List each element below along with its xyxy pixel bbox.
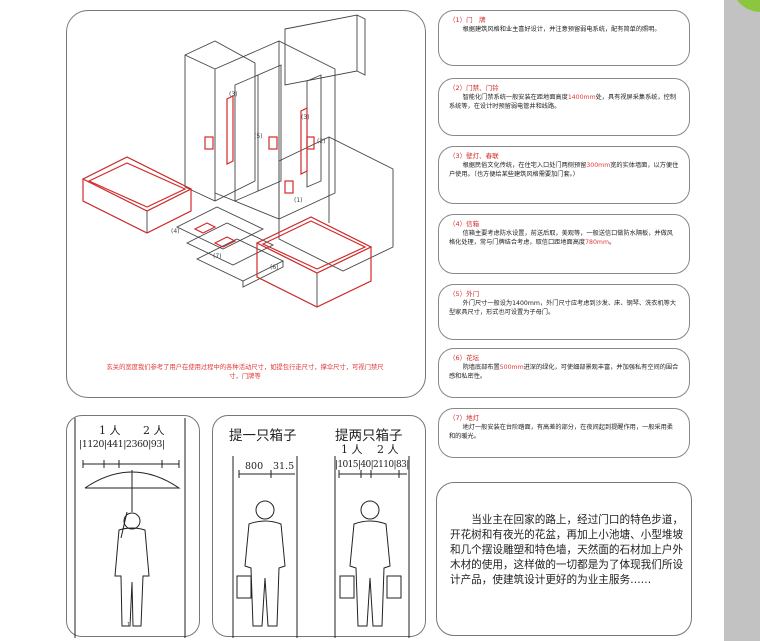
entrance-diagram-panel: (3) (5) (3) (2) (1) (4) (7) (6) — [66, 10, 426, 398]
one-box-dim-800: 800 — [245, 461, 264, 472]
note-body: 根据民俗文化传统，在住宅入口处门两侧预留300mm宽的实体墙面，以方便住户使用。… — [449, 162, 679, 178]
note-ground-lamp: （7）地灯 地灯一般安装在台阶踏面，有高差的部分，在夜间起到提醒作用，一般采用柔… — [438, 408, 690, 458]
label-7: (7) — [213, 253, 222, 260]
note-access-control: （2）门禁、门铃 智能化门禁系统一般安装在距地面高度1400mm处，具有视屏采集… — [438, 78, 690, 136]
note-flower-bed: （6）花坛 院墙底部布置500mm进深的绿化，可使细部景观丰富，并加强私有空间的… — [438, 348, 690, 398]
note-body: 智能化门禁系统一般安装在距地面高度1400mm处，具有视屏采集系统，控制系统等，… — [449, 94, 677, 110]
diagram-caption: 玄关的宽度我们参考了用户在使用过程中的各种活动尺寸，如提包行走尺寸，撑伞尺寸，可… — [106, 364, 384, 380]
suitcase-drawing — [232, 456, 410, 638]
note-body: 院墙底部布置500mm进深的绿化，可使细部景观丰富，并加强私有空间的围合感和私密… — [449, 364, 679, 380]
note-body: 信箱主要考虑防水设置，前送后取，美观等，一般送信口做防水隔板，并做风格化处理，常… — [449, 230, 673, 246]
label-6: (6) — [270, 264, 279, 271]
umbrella-dims: |1120|441|2360|93| — [79, 439, 165, 450]
note-title: （3）壁灯、春联 — [449, 152, 499, 160]
note-title: （7）地灯 — [449, 414, 480, 422]
two-boxes-title: 提两只箱子 — [335, 428, 403, 444]
two-boxes-2-people: 2 人 — [377, 443, 399, 456]
label-2: (2) — [317, 138, 326, 145]
note-title: （4）信箱 — [449, 220, 480, 228]
label-5: (5) — [254, 133, 263, 140]
one-box-dim-315: 31.5 — [273, 461, 295, 472]
note-body: 地灯一般安装在台阶踏面，有高差的部分，在夜间起到提醒作用，一般采用柔和的暖光。 — [449, 424, 673, 440]
note-door-plate: （1）门 牌 根据建筑风格和业主喜好设计，并注意预留弱电系统，配有简单的照明。 — [438, 10, 690, 66]
entrance-axonometric-drawing — [81, 14, 394, 308]
two-boxes-dims: |1015|40|2110|83| — [335, 460, 409, 470]
label-4: (4) — [171, 228, 180, 235]
suitcase-figure-panel: 提一只箱子 800 31.5 提两只箱子 1 人 2 人 |1015|40|21… — [212, 415, 426, 638]
right-sidebar — [724, 0, 760, 641]
note-wall-lamp: （3）壁灯、春联 根据民俗文化传统，在住宅入口处门两侧预留300mm宽的实体墙面… — [438, 146, 690, 204]
note-title: （1）门 牌 — [449, 16, 486, 24]
summary-text: 当业主在回家的路上，经过门口的特色步道，开花树和有夜光的花盆，再加上小池塘、小型… — [450, 514, 684, 586]
umbrella-figure-panel: 1 1 人 2 人 |1120|441|2360|93| — [66, 415, 200, 638]
note-title: （2）门禁、门铃 — [449, 84, 499, 92]
one-box-title: 提一只箱子 — [229, 428, 297, 444]
summary-panel — [436, 482, 692, 636]
note-title: （6）花坛 — [449, 354, 480, 362]
umbrella-drawing: 1 — [74, 418, 186, 638]
note-mailbox: （4）信箱 信箱主要考虑防水设置，前送后取，美观等，一般送信口做防水隔板，并做风… — [438, 214, 690, 274]
note-outer-door: （5）外门 外门尺寸一般设为1400mm，外门尺寸应考虑到沙发、床、钢琴、洗衣机… — [438, 284, 690, 340]
note-body: 外门尺寸一般设为1400mm，外门尺寸应考虑到沙发、床、钢琴、洗衣机等大型家具尺… — [449, 300, 677, 316]
label-3-right: (3) — [301, 114, 310, 121]
label-1: (1) — [294, 197, 303, 204]
umbrella-2-people: 2 人 — [143, 424, 165, 437]
two-boxes-1-person: 1 人 — [341, 443, 363, 456]
svg-text:1: 1 — [127, 622, 130, 628]
umbrella-1-person: 1 人 — [99, 424, 121, 437]
note-body: 根据建筑风格和业主喜好设计，并注意预留弱电系统，配有简单的照明。 — [462, 26, 661, 33]
label-3-left: (3) — [229, 91, 238, 98]
note-title: （5）外门 — [449, 290, 480, 298]
